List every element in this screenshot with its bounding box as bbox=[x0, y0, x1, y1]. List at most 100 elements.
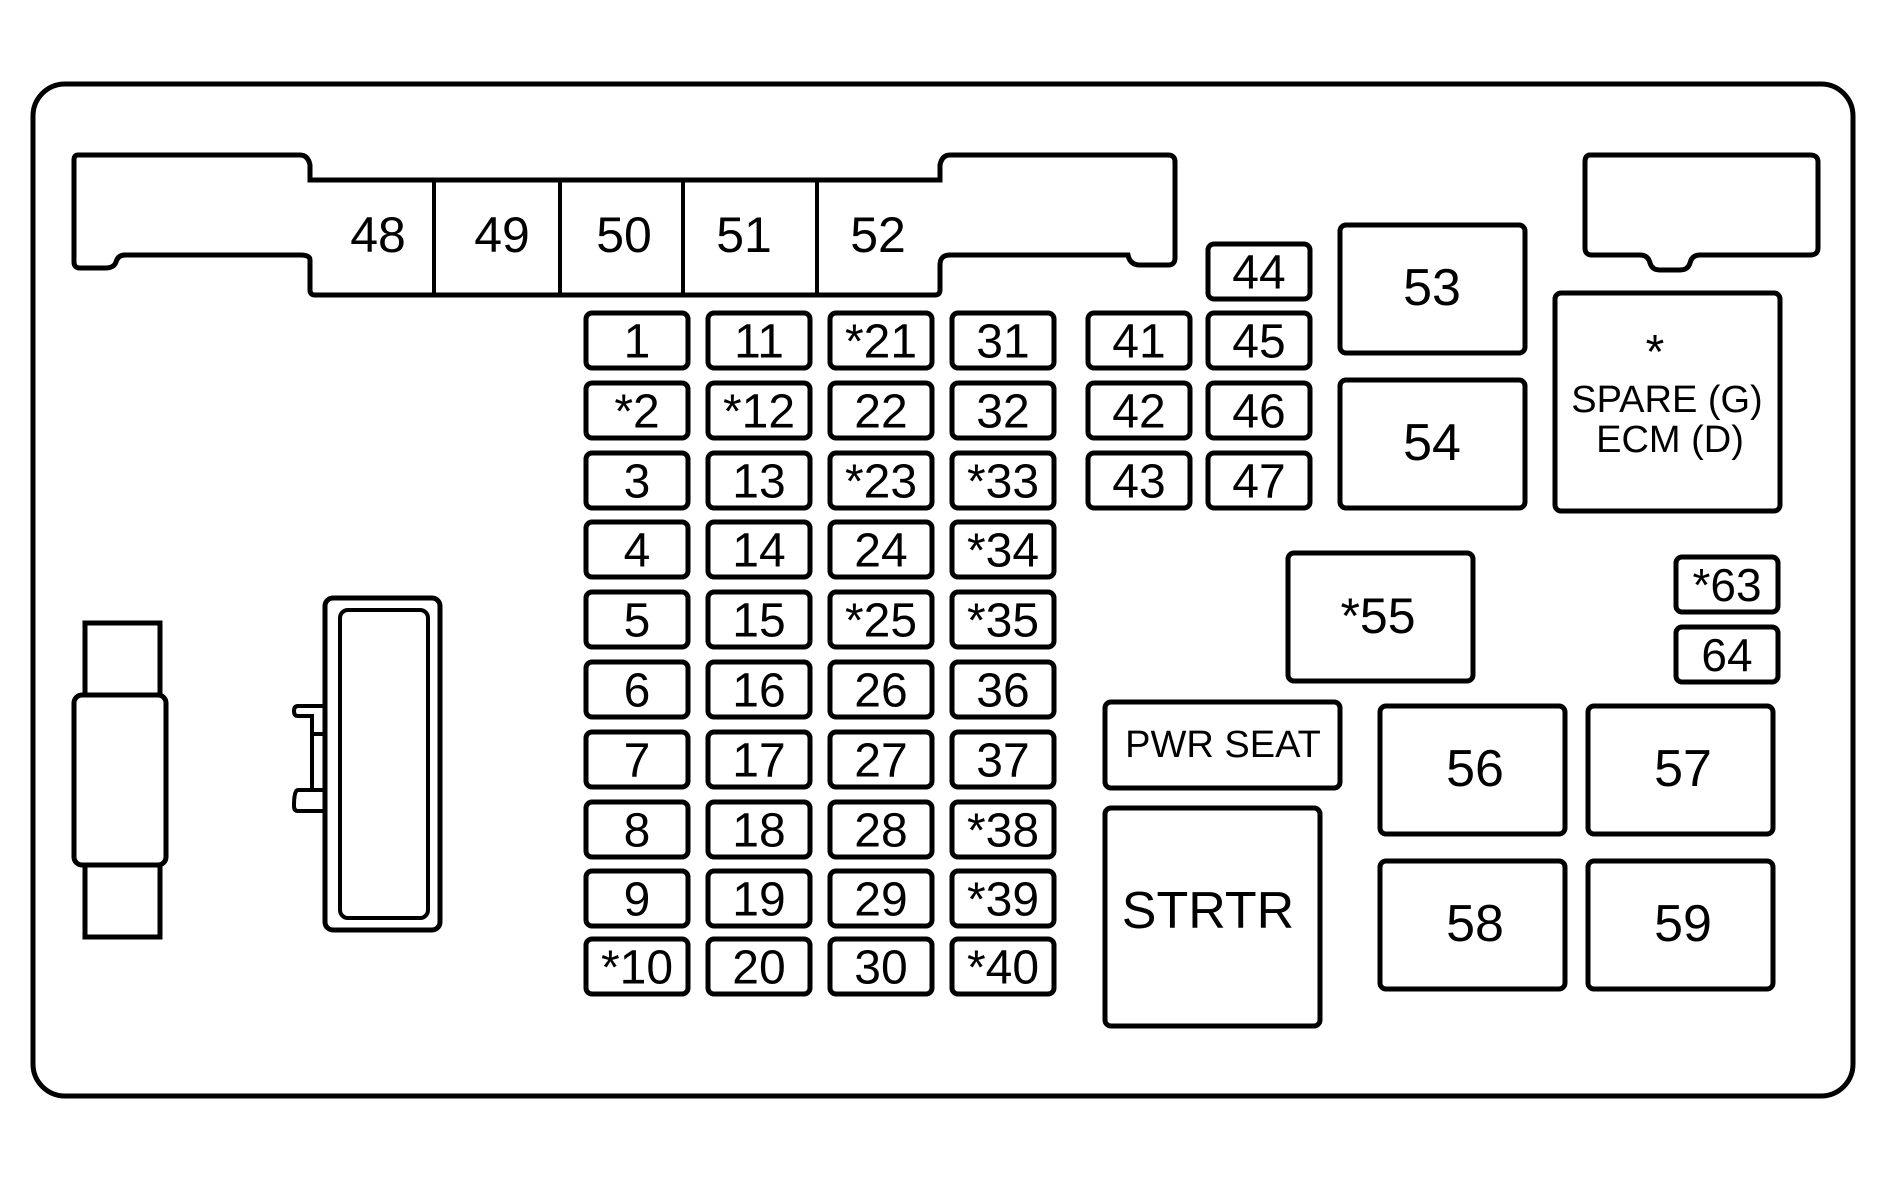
relay-49-label: 49 bbox=[474, 207, 530, 263]
fuse-label: 18 bbox=[732, 805, 785, 858]
fuse-star-10 bbox=[583, 936, 691, 997]
fuse-37 bbox=[949, 729, 1057, 790]
relay-50-label: 50 bbox=[596, 207, 652, 263]
fuse-42 bbox=[1085, 380, 1193, 441]
fuse-44 bbox=[1205, 241, 1313, 302]
fuse-3 bbox=[583, 450, 691, 511]
fuse-label: 16 bbox=[732, 665, 785, 718]
mini-fuse-grid-right: 41 42 43 44 45 46 47 bbox=[1085, 241, 1313, 511]
pwr-seat-label: PWR SEAT bbox=[1125, 724, 1321, 766]
diode-end-bottom bbox=[82, 860, 163, 940]
fuse-36 bbox=[949, 659, 1057, 720]
fuse-star-38 bbox=[949, 799, 1057, 860]
relay-51-label: 51 bbox=[716, 207, 772, 263]
fuse-16 bbox=[705, 659, 813, 720]
fuse-63 bbox=[1673, 554, 1781, 615]
fuse-label: 29 bbox=[854, 874, 907, 927]
fuse-label: 20 bbox=[732, 942, 785, 995]
fuse-32 bbox=[949, 380, 1057, 441]
relay-56 bbox=[1377, 703, 1568, 837]
fuse-label: 47 bbox=[1232, 456, 1285, 509]
fuse-15 bbox=[705, 589, 813, 650]
fuse-4 bbox=[583, 519, 691, 580]
fuse-star-33 bbox=[949, 450, 1057, 511]
fuse-24 bbox=[827, 519, 935, 580]
fuse-31 bbox=[949, 310, 1057, 371]
fuse-puller-inner bbox=[338, 608, 430, 920]
fuse-45 bbox=[1205, 310, 1313, 371]
relay-52-label: 52 bbox=[850, 207, 906, 263]
relay-56-label: 56 bbox=[1446, 740, 1504, 798]
fuse-26 bbox=[827, 659, 935, 720]
fuse-19 bbox=[705, 868, 813, 929]
fuse-47 bbox=[1205, 450, 1313, 511]
relay-55-label: *55 bbox=[1340, 588, 1415, 644]
fuse-11 bbox=[705, 310, 813, 371]
fuse-label: *34 bbox=[967, 525, 1039, 578]
relay-57-label: 57 bbox=[1654, 740, 1712, 798]
fuse-label: 5 bbox=[624, 595, 651, 648]
fuse-label: 19 bbox=[732, 874, 785, 927]
relay-54 bbox=[1337, 377, 1528, 511]
connector-housing-top-right bbox=[1582, 152, 1821, 273]
fuse-star-39 bbox=[949, 868, 1057, 929]
fuse-label: 46 bbox=[1232, 386, 1285, 439]
fuse-27 bbox=[827, 729, 935, 790]
spare-ecm-line2: ECM (D) bbox=[1596, 419, 1744, 461]
fuse-label: 6 bbox=[624, 665, 651, 718]
spare-ecm-star: * bbox=[1646, 326, 1665, 379]
fuse-18 bbox=[705, 799, 813, 860]
fuse-star-2 bbox=[583, 380, 691, 441]
fuse-label: *23 bbox=[845, 456, 917, 509]
fuse-13 bbox=[705, 450, 813, 511]
relay-57 bbox=[1585, 703, 1776, 837]
fuse-43 bbox=[1085, 450, 1193, 511]
fuse-label: *10 bbox=[601, 942, 673, 995]
fuse-28 bbox=[827, 799, 935, 860]
fuse-6 bbox=[583, 659, 691, 720]
diode-end-top bbox=[82, 620, 163, 703]
fuse-label: 9 bbox=[624, 874, 651, 927]
fuse-label: 13 bbox=[732, 456, 785, 509]
spare-ecm-relay bbox=[1552, 290, 1783, 514]
fuse-star-23 bbox=[827, 450, 935, 511]
fuse-64-label: 64 bbox=[1701, 629, 1752, 681]
fuse-label: 45 bbox=[1232, 316, 1285, 369]
fuse-20 bbox=[705, 936, 813, 997]
fuse-star-34 bbox=[949, 519, 1057, 580]
fuse-label: 24 bbox=[854, 525, 907, 578]
fuse-label: *25 bbox=[845, 595, 917, 648]
fuse-label: 27 bbox=[854, 735, 907, 788]
mini-fuse-grid: 1*23456789*1011*121314151617181920*2122*… bbox=[583, 310, 1057, 997]
fuse-label: 11 bbox=[734, 316, 784, 369]
fuse-puller-clip bbox=[291, 704, 325, 813]
fuse-label: 32 bbox=[976, 386, 1029, 439]
fuse-panel-outline bbox=[30, 81, 1856, 1099]
fuse-64 bbox=[1673, 624, 1781, 685]
fuse-label: 22 bbox=[854, 386, 907, 439]
fuse-label: 30 bbox=[854, 942, 907, 995]
fuse-label: 43 bbox=[1112, 456, 1165, 509]
starter-relay bbox=[1102, 805, 1323, 1029]
fuse-label: 31 bbox=[976, 316, 1029, 369]
top-relay-housing bbox=[71, 152, 1178, 298]
relay-58 bbox=[1377, 858, 1568, 992]
fuse-9 bbox=[583, 868, 691, 929]
fuse-29 bbox=[827, 868, 935, 929]
fuse-label: *40 bbox=[967, 942, 1039, 995]
fuse-label: 8 bbox=[624, 805, 651, 858]
relay-54-label: 54 bbox=[1403, 414, 1461, 472]
fuse-label: 37 bbox=[976, 735, 1029, 788]
relay-59-label: 59 bbox=[1654, 895, 1712, 953]
fuse-label: *12 bbox=[723, 386, 795, 439]
fuse-label: *35 bbox=[967, 595, 1039, 648]
fuse-1 bbox=[583, 310, 691, 371]
fuse-label: 44 bbox=[1232, 247, 1285, 300]
fuse-46 bbox=[1205, 380, 1313, 441]
fuse-label: 42 bbox=[1112, 386, 1165, 439]
fuse-star-21 bbox=[827, 310, 935, 371]
relay-55 bbox=[1285, 550, 1476, 684]
spare-ecm-line1: SPARE (G) bbox=[1571, 379, 1762, 421]
fuse-label: 41 bbox=[1112, 316, 1165, 369]
